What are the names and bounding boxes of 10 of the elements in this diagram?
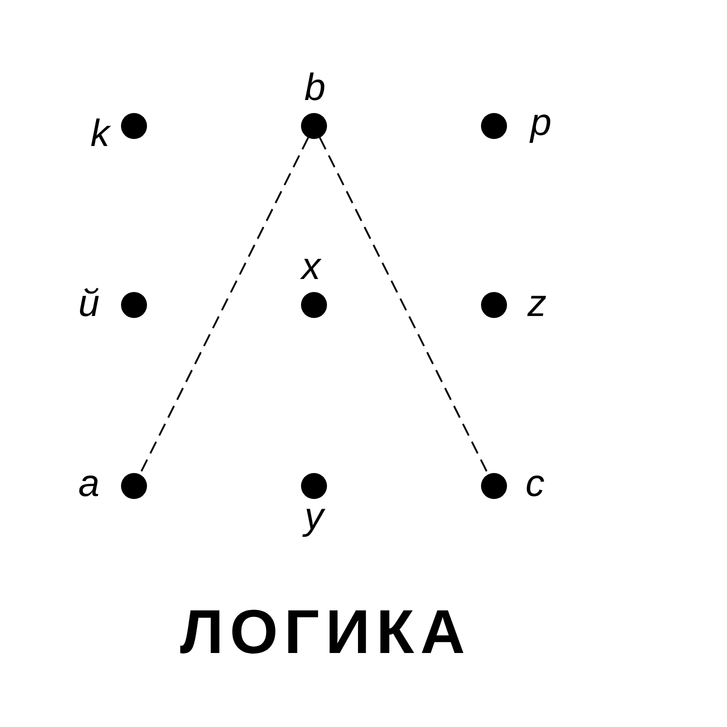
point-label: x	[302, 248, 320, 286]
point-label: y	[304, 498, 324, 536]
point-label: p	[530, 104, 552, 142]
diagram-title: ЛОГИКА	[180, 602, 472, 664]
point-label: b	[304, 69, 326, 107]
point-label: a	[78, 465, 100, 503]
point-label: c	[526, 465, 544, 503]
point-label: z	[528, 285, 546, 323]
point-label: k	[90, 115, 110, 153]
point-label: й	[78, 285, 100, 323]
